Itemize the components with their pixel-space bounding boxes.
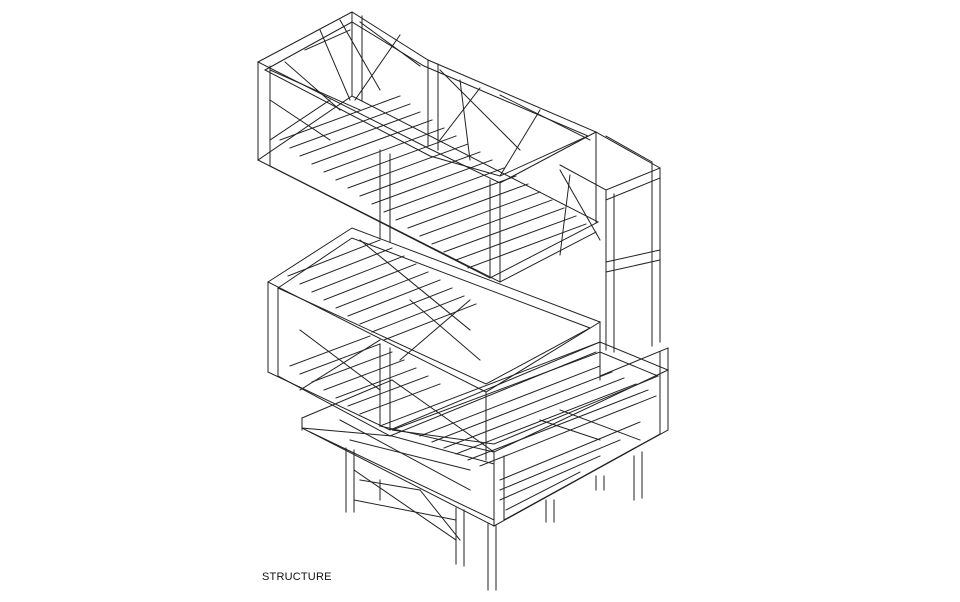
figure-caption: STRUCTURE: [262, 571, 332, 583]
base-platform-frame: [301, 379, 495, 527]
right-tower-frame: [559, 131, 661, 353]
support-legs: [345, 447, 643, 591]
upper-module-frame: [256, 11, 599, 283]
middle-module-frame: [266, 227, 602, 461]
lower-module-frame: [378, 341, 670, 527]
